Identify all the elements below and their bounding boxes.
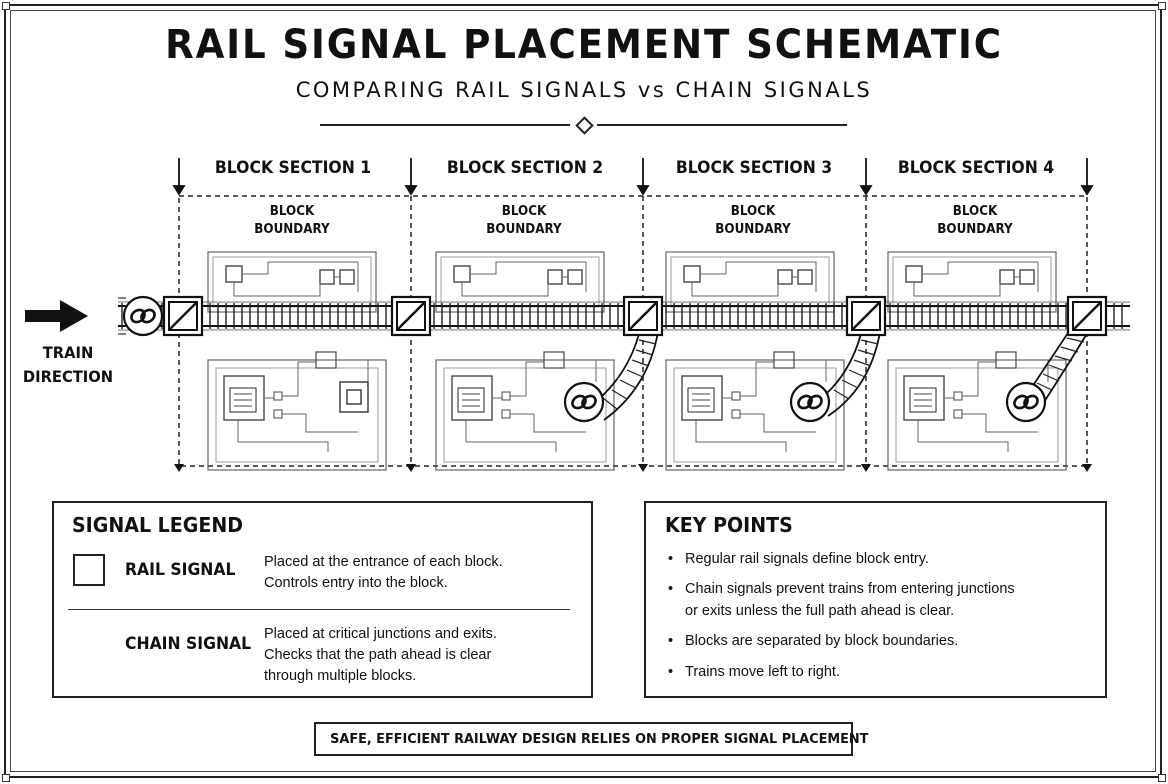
chain-signal-icon	[1005, 381, 1047, 423]
rail-signal-icon	[845, 295, 887, 337]
rail-signal-icon	[622, 295, 664, 337]
block-boundary-label-3: BLOCK BOUNDARY	[715, 204, 791, 237]
section-label-4: BLOCK SECTION 4	[897, 158, 1055, 178]
legend-chain-signal-desc-1: Placed at critical junctions and exits.	[264, 626, 497, 642]
block-boundary-label-1: BLOCK BOUNDARY	[254, 204, 330, 237]
footer-banner: SAFE, EFFICIENT RAILWAY DESIGN RELIES ON…	[314, 722, 868, 756]
legend-rail-signal-desc-1: Placed at the entrance of each block.	[264, 554, 503, 570]
rail-signal-icon	[390, 295, 432, 337]
section-label-1: BLOCK SECTION 1	[214, 158, 372, 178]
page-title: RAIL SIGNAL PLACEMENT SCHEMATIC	[165, 22, 1003, 68]
page-subtitle: COMPARING RAIL SIGNALS vs CHAIN SIGNALS	[295, 78, 873, 102]
bullet-icon: •	[668, 633, 674, 649]
rail-signal-icon	[1066, 295, 1108, 337]
block-boundary-label-2: BLOCK BOUNDARY	[486, 204, 562, 237]
legend-title: SIGNAL LEGEND	[72, 513, 244, 537]
block-circuitry	[207, 251, 1067, 471]
corner-mark	[1158, 774, 1166, 782]
corner-mark	[2, 774, 10, 782]
entry-track-marks	[118, 297, 126, 335]
bullet-icon: •	[668, 664, 674, 680]
chain-signal-icon	[789, 381, 831, 423]
branch-track-2	[587, 329, 659, 421]
legend-chain-signal-desc-3: through multiple blocks.	[264, 668, 417, 684]
corner-mark	[2, 2, 10, 10]
legend-chain-signal-name: CHAIN SIGNAL	[125, 634, 252, 654]
block-1-relay	[339, 381, 369, 413]
footer-text: SAFE, EFFICIENT RAILWAY DESIGN RELIES ON…	[330, 731, 869, 747]
chain-signal-icon	[122, 295, 164, 337]
arrow-right-icon	[25, 300, 88, 332]
corner-mark	[1158, 2, 1166, 10]
legend-separator	[68, 609, 570, 610]
boundary-arrows-bottom	[174, 464, 1092, 472]
chain-signal-icon	[563, 381, 605, 423]
title-divider-right	[597, 124, 847, 126]
inner-frame	[10, 10, 1156, 772]
boundary-arrows-top	[172, 158, 1094, 196]
legend-rail-signal-desc-2: Controls entry into the block.	[264, 575, 448, 591]
bullet-icon: •	[668, 551, 674, 567]
section-label-3: BLOCK SECTION 3	[675, 158, 833, 178]
legend-rail-signal-icon	[73, 554, 105, 586]
signal-legend-panel	[52, 501, 593, 698]
legend-chain-signal-desc-2: Checks that the path ahead is clear	[264, 647, 492, 663]
key-points-title: KEY POINTS	[665, 513, 793, 537]
key-points-panel	[644, 501, 1107, 698]
block-boundary-label-4: BLOCK BOUNDARY	[937, 204, 1013, 237]
outer-frame	[4, 4, 1162, 778]
legend-rail-signal-name: RAIL SIGNAL	[125, 560, 236, 580]
rail-signal-icon	[162, 295, 204, 337]
section-label-2: BLOCK SECTION 2	[446, 158, 604, 178]
title-divider-left	[320, 124, 570, 126]
bullet-icon: •	[668, 581, 674, 597]
train-direction-label: TRAIN DIRECTION	[22, 343, 114, 386]
